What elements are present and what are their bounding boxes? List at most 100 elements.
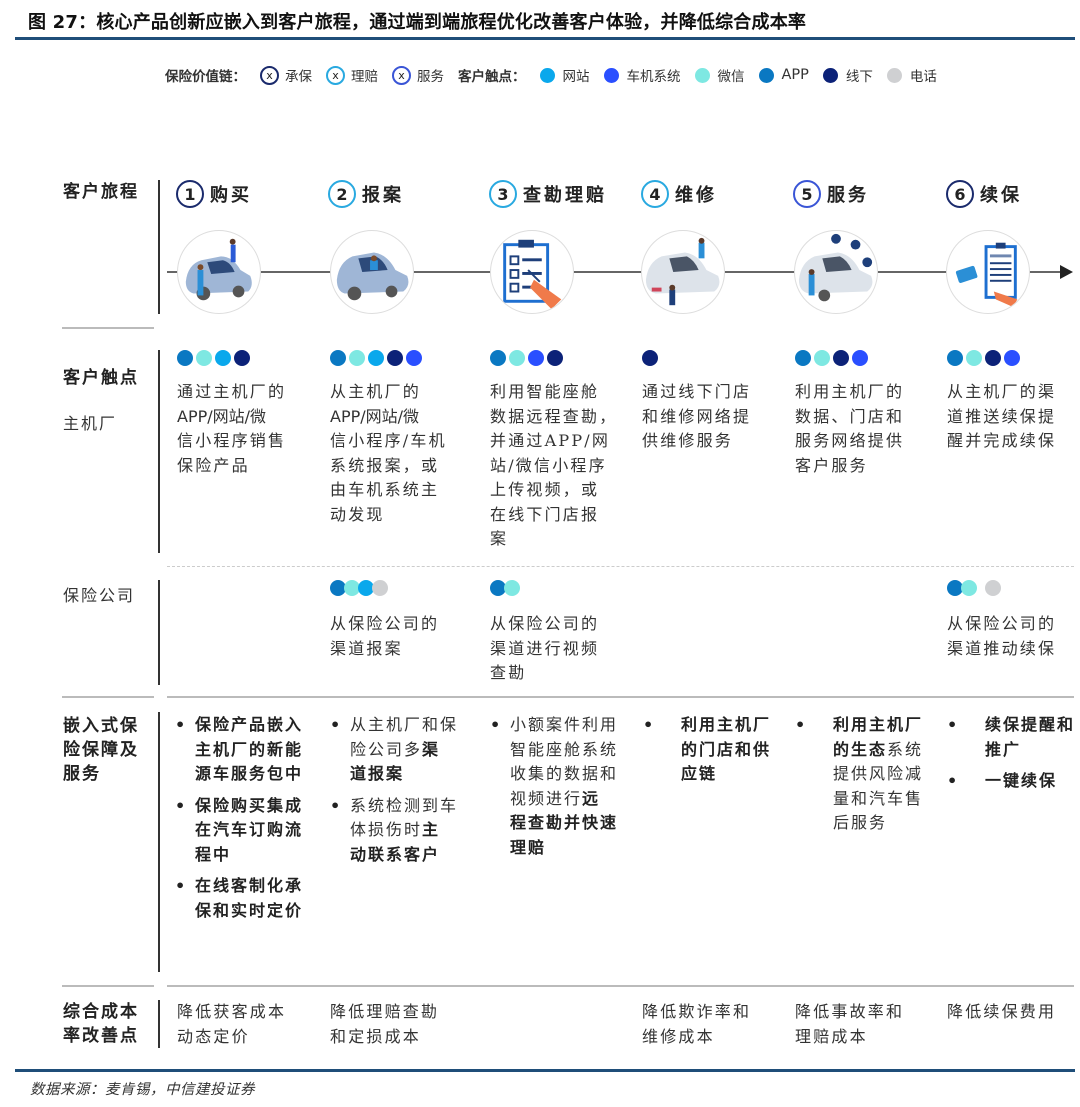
row-label-touchpoints: 客户触点 [63,368,139,388]
divider [62,985,154,987]
text-line: 客户服务 [795,455,868,475]
text-line: 渠道推动续保 [947,638,1057,658]
legend-label: 服务 [417,69,444,85]
oem-col-5: 利用主机厂的数据、门店和服务网络提供客户服务 [795,350,930,478]
label-line: 嵌入式保 [63,716,139,736]
bullet-text: 系统提供风险减量和汽车售后服务 [833,739,924,833]
step-label: 维修 [675,185,717,206]
phone-dot-icon [372,580,388,596]
label-line: 服务 [63,764,101,784]
touchpoint-dots [490,350,625,366]
embedded-col-6: 续保提醒和推广 一键续保 [947,713,1077,801]
bullet-text: 保险购买集成在汽车订购流程中 [195,795,304,864]
text-line: 并通过APP/网 [490,431,611,450]
x-circle-icon: x [392,65,411,85]
app-dot-icon [490,350,506,366]
app-dot-icon [177,350,193,366]
app-dot-icon [947,350,963,366]
legend-label: APP [781,67,809,83]
wechat-dot-icon [814,350,830,366]
touchpoint-dots [947,350,1080,366]
bullet-text-bold: 利用主机厂的门店和供应链 [681,715,772,783]
text-line: 动发现 [330,504,385,524]
text-line: 通过线下门店 [642,382,752,401]
legend-label: 承保 [285,69,312,85]
text-line: 动态定价 [177,1026,250,1046]
car-system-dot-icon [406,350,422,366]
text-line: 服务网络提供 [795,431,905,450]
row-label-journey: 客户旅程 [63,182,139,202]
legend-wechat: 微信 [694,65,745,85]
legend-car-system: 车机系统 [603,65,681,85]
car-service-icon [794,230,878,314]
text-line: 在线下门店报 [490,504,600,524]
timeline-line [167,271,1062,273]
bullet-item: 小额案件利用智能座舱系统收集的数据和视频进行远程查勘并快速理赔 [490,713,618,860]
wechat-dot-icon [349,350,365,366]
bullet-text: 在线客制化承保和实时定价 [195,876,304,920]
app-dot-icon [490,580,506,596]
text-line: 从保险公司的 [330,614,440,633]
cost-col-4: 降低欺诈率和维修成本 [642,1000,777,1049]
step-label: 报案 [362,185,404,206]
text-line: 保险产品 [177,455,250,475]
oem-col-4: 通过线下门店和维修网络提供维修服务 [642,350,777,454]
text-line: 从主机厂的渠 [947,382,1057,401]
step-label: 续保 [980,185,1022,206]
bullet-item: 一键续保 [947,769,1077,794]
offline-dot-icon [234,350,250,366]
row-label-oem: 主机厂 [63,414,118,433]
text-line: 利用主机厂的 [795,382,905,401]
value-chain-label: 保险价值链： [165,69,246,85]
oem-text: 利用智能座舱数据远程查勘，并通过APP/网站/微信小程序上传视频，或在线下门店报… [490,380,625,552]
label-line: 险保障及 [63,740,139,760]
text-line: 数据、门店和 [795,406,905,426]
wechat-dot-icon [504,580,520,596]
bullet-text: 系统检测到车体损伤时 [350,795,459,840]
touchpoint-dots [795,350,930,366]
insurer-text: 从保险公司的渠道推动续保 [947,612,1080,661]
embedded-col-3: 小额案件利用智能座舱系统收集的数据和视频进行远程查勘并快速理赔 [490,713,618,867]
touchpoint-dots [177,350,312,366]
bullet-text: 从主机厂和保险公司多 [350,715,459,759]
oem-text: 利用主机厂的数据、门店和服务网络提供客户服务 [795,380,930,478]
offline-dot-icon [642,350,658,366]
bullet-item: 续保提醒和推广 [947,713,1077,762]
embedded-col-4: 利用主机厂的门店和供应链 [643,713,773,794]
step-label: 查勘理赔 [523,185,607,206]
invoice-renewal-icon [946,230,1030,314]
car-repair-icon [641,230,725,314]
text-line: 信小程序销售 [177,431,287,450]
legend-label: 车机系统 [626,69,681,85]
phone-dot-icon [985,580,1001,596]
text-line: 理赔成本 [795,1026,868,1046]
oem-text: 从主机厂的渠道推送续保提醒并完成续保 [947,380,1080,454]
text-line: 系统报案，或 [330,455,440,475]
text-line: 从保险公司的 [490,614,600,633]
legend-label: 理赔 [351,69,378,85]
text-line: 供维修服务 [642,431,734,450]
legend-web: 网站 [539,65,590,85]
web-dot-icon [368,350,384,366]
bullet-item: 利用主机厂的门店和供应链 [643,713,773,787]
clipboard-checklist-icon [490,230,574,314]
x-circle-icon: x [326,65,345,85]
row-label-insurer: 保险公司 [63,586,136,605]
text-line: APP/网站/微 [330,406,420,426]
app-dot-icon [330,350,346,366]
touchpoint-dots [642,350,777,366]
app-dot-icon [947,580,963,596]
cost-col-1: 降低获客成本动态定价 [177,1000,312,1049]
embedded-col-1: 保险产品嵌入主机厂的新能源车服务包中 保险购买集成在汽车订购流程中 在线客制化承… [175,713,305,930]
divider [62,696,154,698]
bullet-text: 保险产品嵌入主机厂的新能源车服务包中 [195,715,304,783]
legend-label: 电话 [909,69,937,85]
title-rule [15,37,1075,40]
car-report-icon [330,230,414,314]
app-dot-icon [330,580,346,596]
legend-offline: 线下 [822,65,873,85]
